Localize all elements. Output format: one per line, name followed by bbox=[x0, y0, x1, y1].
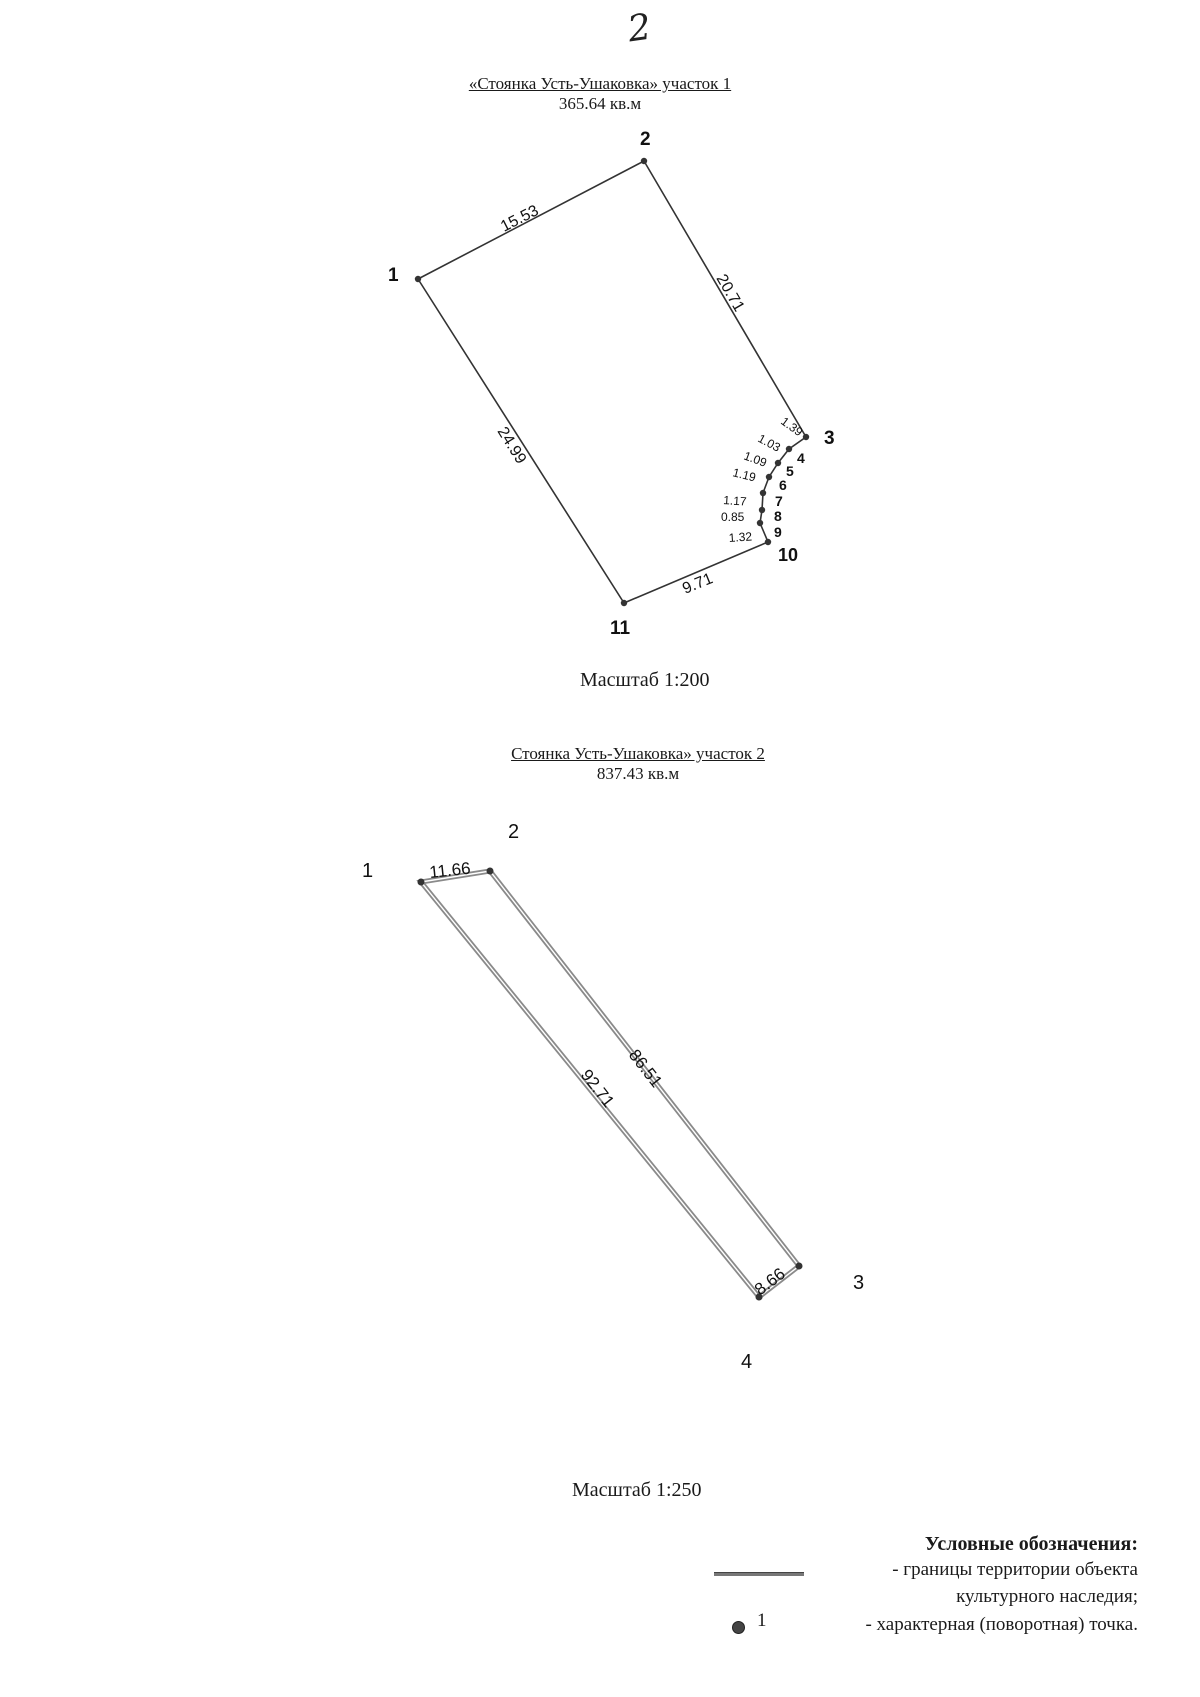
plot1-point-label-7: 7 bbox=[775, 493, 783, 509]
plot1-point-label-4: 4 bbox=[797, 450, 805, 466]
plot1-vertex-7 bbox=[759, 489, 767, 497]
plot1-title: «Стоянка Усть-Ушаковка» участок 1 bbox=[468, 74, 732, 93]
plot1-vertex-10 bbox=[764, 538, 772, 546]
plot1-length-7-8: 1.17 bbox=[723, 493, 748, 509]
plot1-point-label-2: 2 bbox=[640, 129, 651, 150]
plot1-length-5-6: 1.09 bbox=[742, 449, 769, 470]
plot2-point-label-4: 4 bbox=[741, 1351, 752, 1373]
plot1-boundary bbox=[417, 159, 808, 605]
plot1-scale: Масштаб 1:200 bbox=[580, 669, 710, 691]
plot1-length-4-5: 1.03 bbox=[756, 431, 783, 454]
plot2-point-label-3: 3 bbox=[853, 1272, 864, 1294]
plot2-point-label-2: 2 bbox=[508, 821, 519, 843]
plot1-point-label-10: 10 bbox=[778, 545, 798, 565]
plot1-length-10-11: 9.71 bbox=[680, 570, 715, 597]
plot1-length-9-10: 1.32 bbox=[728, 529, 753, 545]
plot1-point-label-3: 3 bbox=[824, 428, 835, 449]
plot1-point-label-1: 1 bbox=[388, 265, 399, 286]
plot1-length-1-2: 15.53 bbox=[498, 202, 541, 235]
plot1-vertex-6 bbox=[765, 473, 773, 481]
plot1-point-label-5: 5 bbox=[786, 463, 794, 479]
plot1-vertex-4 bbox=[785, 445, 793, 453]
plot1-area: 365.64 кв.м bbox=[558, 94, 642, 113]
plot1-vertex-2 bbox=[640, 157, 648, 165]
plot2-length-4-1: 92.71 bbox=[577, 1066, 618, 1111]
plot1-length-3-4: 1.39 bbox=[778, 414, 805, 439]
plot2-scale: Масштаб 1:250 bbox=[572, 1479, 702, 1501]
plot1-vertex-5 bbox=[774, 459, 782, 467]
plot2-vertex-2 bbox=[486, 867, 494, 875]
plot1-length-2-3: 20.71 bbox=[713, 272, 748, 315]
plot1-point-label-6: 6 bbox=[779, 477, 787, 493]
legend-title: Условные обозначения: bbox=[924, 1533, 1138, 1555]
legend-point-number: 1 bbox=[757, 1610, 767, 1631]
plot1-point-label-8: 8 bbox=[774, 508, 782, 524]
plot2-vertex-1 bbox=[417, 878, 425, 886]
plot1-vertex-9 bbox=[756, 519, 764, 527]
plot2-header: Стоянка Усть-Ушаковка» участок 2 837.43 … bbox=[388, 744, 888, 784]
plot2-title: Стоянка Усть-Ушаковка» участок 2 bbox=[511, 744, 765, 763]
plot2-vertices bbox=[417, 867, 803, 1301]
legend-point-icon bbox=[732, 1621, 745, 1634]
plot1-point-label-9: 9 bbox=[774, 524, 782, 540]
plot1-point-label-11: 11 bbox=[610, 618, 631, 639]
plot1-vertex-8 bbox=[758, 506, 766, 514]
plot1-vertices bbox=[414, 157, 810, 607]
legend-point-text: - характерная (поворотная) точка. bbox=[865, 1614, 1138, 1635]
plot2-boundary bbox=[416, 868, 803, 1301]
legend-boundary-text-1: - границы территории объекта bbox=[892, 1559, 1138, 1580]
plot2-vertex-4 bbox=[755, 1293, 763, 1301]
plot1-length-6-7: 1.19 bbox=[731, 465, 757, 484]
legend-boundary-text-2: культурного наследия; bbox=[956, 1586, 1138, 1607]
plot2-point-label-1: 1 bbox=[362, 860, 373, 882]
plot1-header: «Стоянка Усть-Ушаковка» участок 1 365.64… bbox=[350, 74, 850, 114]
plot1-vertex-1 bbox=[414, 275, 422, 283]
plot2-area: 837.43 кв.м bbox=[596, 764, 680, 783]
legend-boundary-line-sample bbox=[714, 1572, 804, 1576]
plot1-length-8-9: 0.85 bbox=[721, 510, 745, 524]
plot1-vertex-3 bbox=[802, 433, 810, 441]
plot2-vertex-3 bbox=[795, 1262, 803, 1270]
plot2-length-1-2: 11.66 bbox=[428, 859, 471, 882]
plot1-vertex-11 bbox=[620, 599, 628, 607]
